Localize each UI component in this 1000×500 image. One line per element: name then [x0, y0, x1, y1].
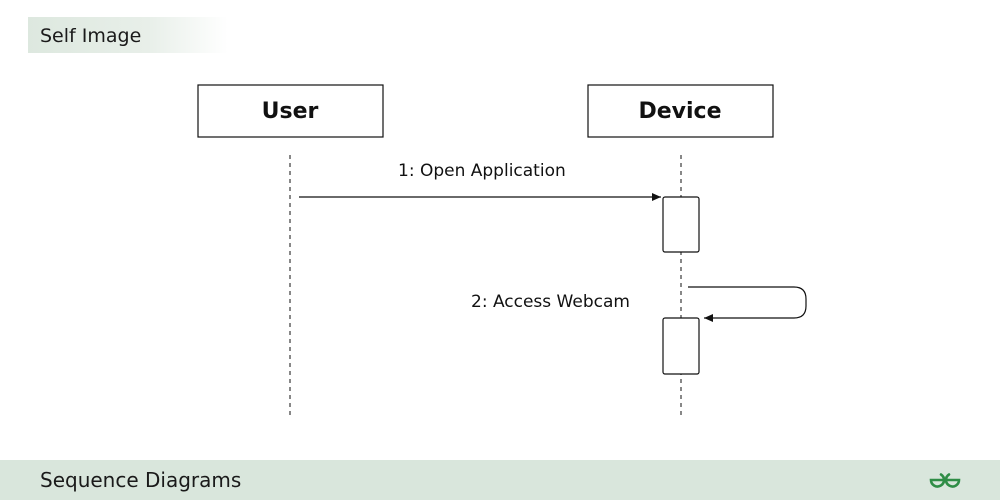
participant-device: Device: [587, 84, 774, 138]
participant-user: User: [197, 84, 384, 138]
footer-bar: Sequence Diagrams: [0, 460, 1000, 500]
tag-label: Self Image: [40, 25, 142, 47]
message-1-label: 1: Open Application: [398, 161, 566, 181]
message-2-arrow: [688, 286, 807, 322]
sequence-diagram: User Device 1: Open Application 2: Acces…: [197, 84, 807, 418]
participant-user-label: User: [262, 99, 319, 124]
title-tag: Self Image: [28, 17, 228, 53]
message-2-label: 2: Access Webcam: [471, 292, 630, 312]
gfg-logo-icon: [929, 473, 961, 488]
activation-bar: [662, 196, 700, 253]
footer-title: Sequence Diagrams: [40, 468, 242, 492]
participant-device-label: Device: [638, 99, 721, 124]
activation-bar: [662, 317, 700, 375]
